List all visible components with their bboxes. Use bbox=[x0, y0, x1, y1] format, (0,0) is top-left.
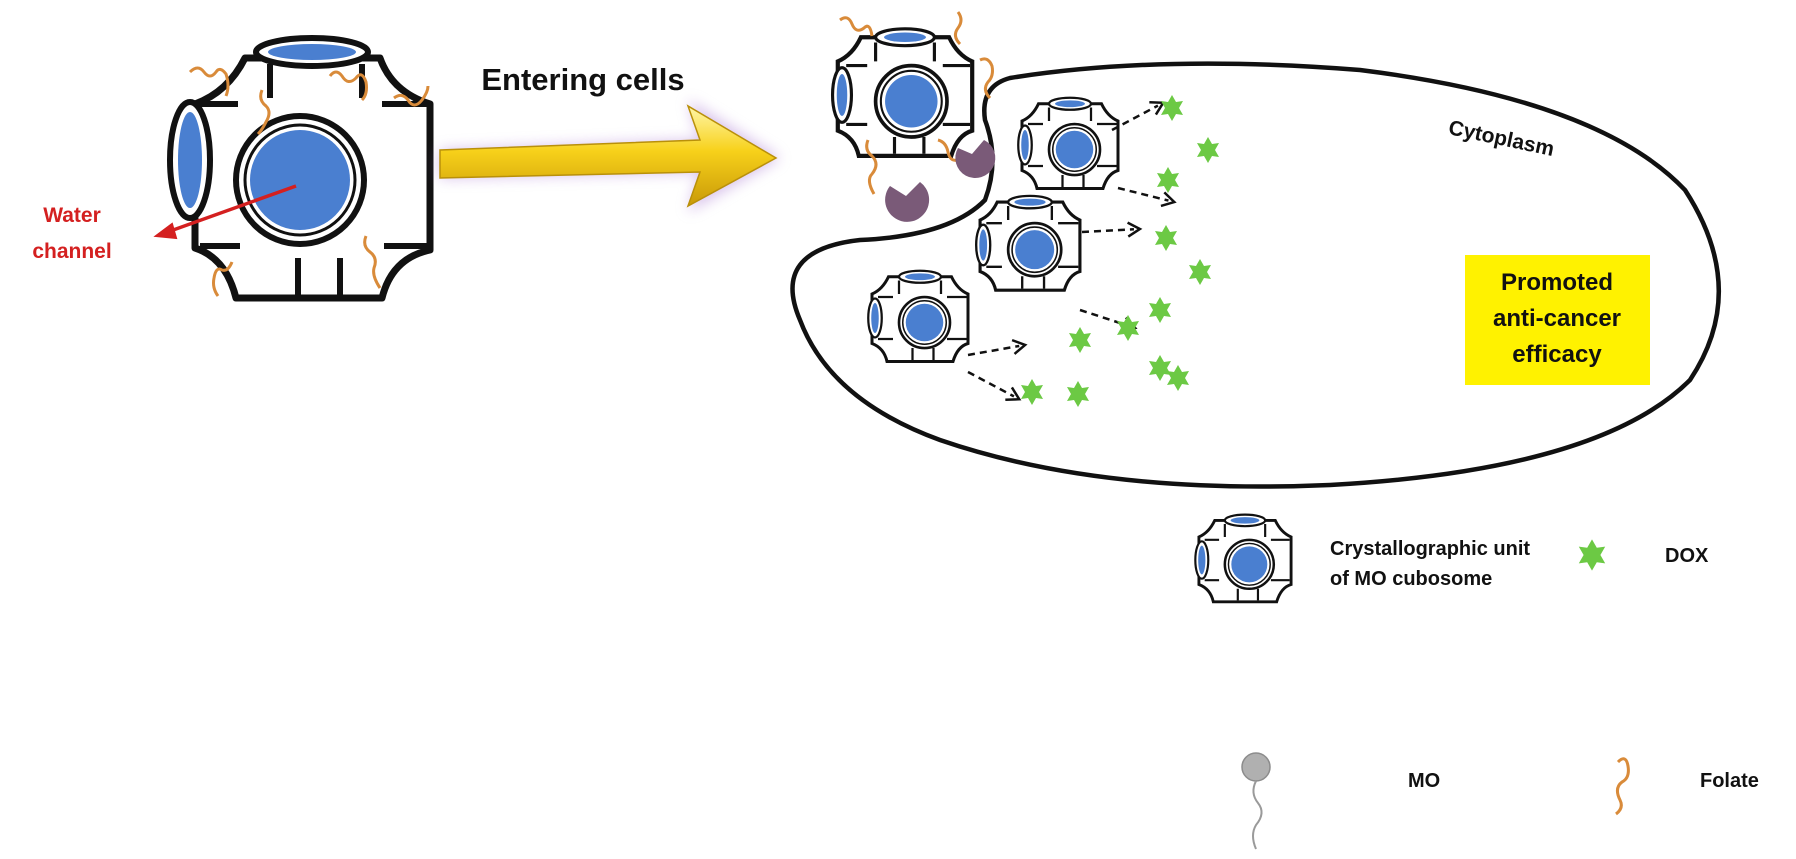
water-channel-label-line1: Water bbox=[43, 204, 101, 227]
water-channel-label-line2: channel bbox=[32, 240, 111, 263]
efficacy-line3: efficacy bbox=[1512, 341, 1602, 368]
cubosome-inside-1 bbox=[1016, 96, 1120, 190]
entering-cells-arrow bbox=[439, 100, 780, 212]
efficacy-line2: anti-cancer bbox=[1493, 305, 1621, 332]
legend-dox-label: DOX bbox=[1665, 545, 1709, 567]
legend: Crystallographic unit of MO cubosome DOX… bbox=[1193, 513, 1759, 850]
folate-chain-icon bbox=[1615, 757, 1630, 816]
folate-receptor-icon bbox=[955, 140, 996, 179]
entering-cells-label: Entering cells bbox=[481, 62, 684, 97]
cubosome-outside-cell bbox=[833, 11, 996, 222]
efficacy-line1: Promoted bbox=[1501, 269, 1613, 296]
cubosome-unit-icon bbox=[1193, 513, 1293, 604]
dox-star-icon bbox=[1578, 539, 1606, 571]
legend-mo-label: MO bbox=[1408, 770, 1440, 792]
cubosome-inside-3 bbox=[866, 269, 970, 363]
legend-cubosome-line2: of MO cubosome bbox=[1330, 568, 1492, 590]
legend-cubosome-line1: Crystallographic unit bbox=[1330, 538, 1530, 560]
water-channel-arrow bbox=[153, 184, 297, 240]
folate-receptor-icon bbox=[885, 182, 930, 222]
large-cubosome-unit bbox=[153, 35, 434, 302]
mo-lipid-icon bbox=[1241, 752, 1271, 850]
folate-chain-icon bbox=[188, 66, 430, 297]
efficacy-highlight: Promoted anti-cancer efficacy bbox=[1465, 255, 1650, 385]
legend-folate-label: Folate bbox=[1700, 770, 1759, 792]
cubosome-inside-2 bbox=[974, 194, 1082, 292]
